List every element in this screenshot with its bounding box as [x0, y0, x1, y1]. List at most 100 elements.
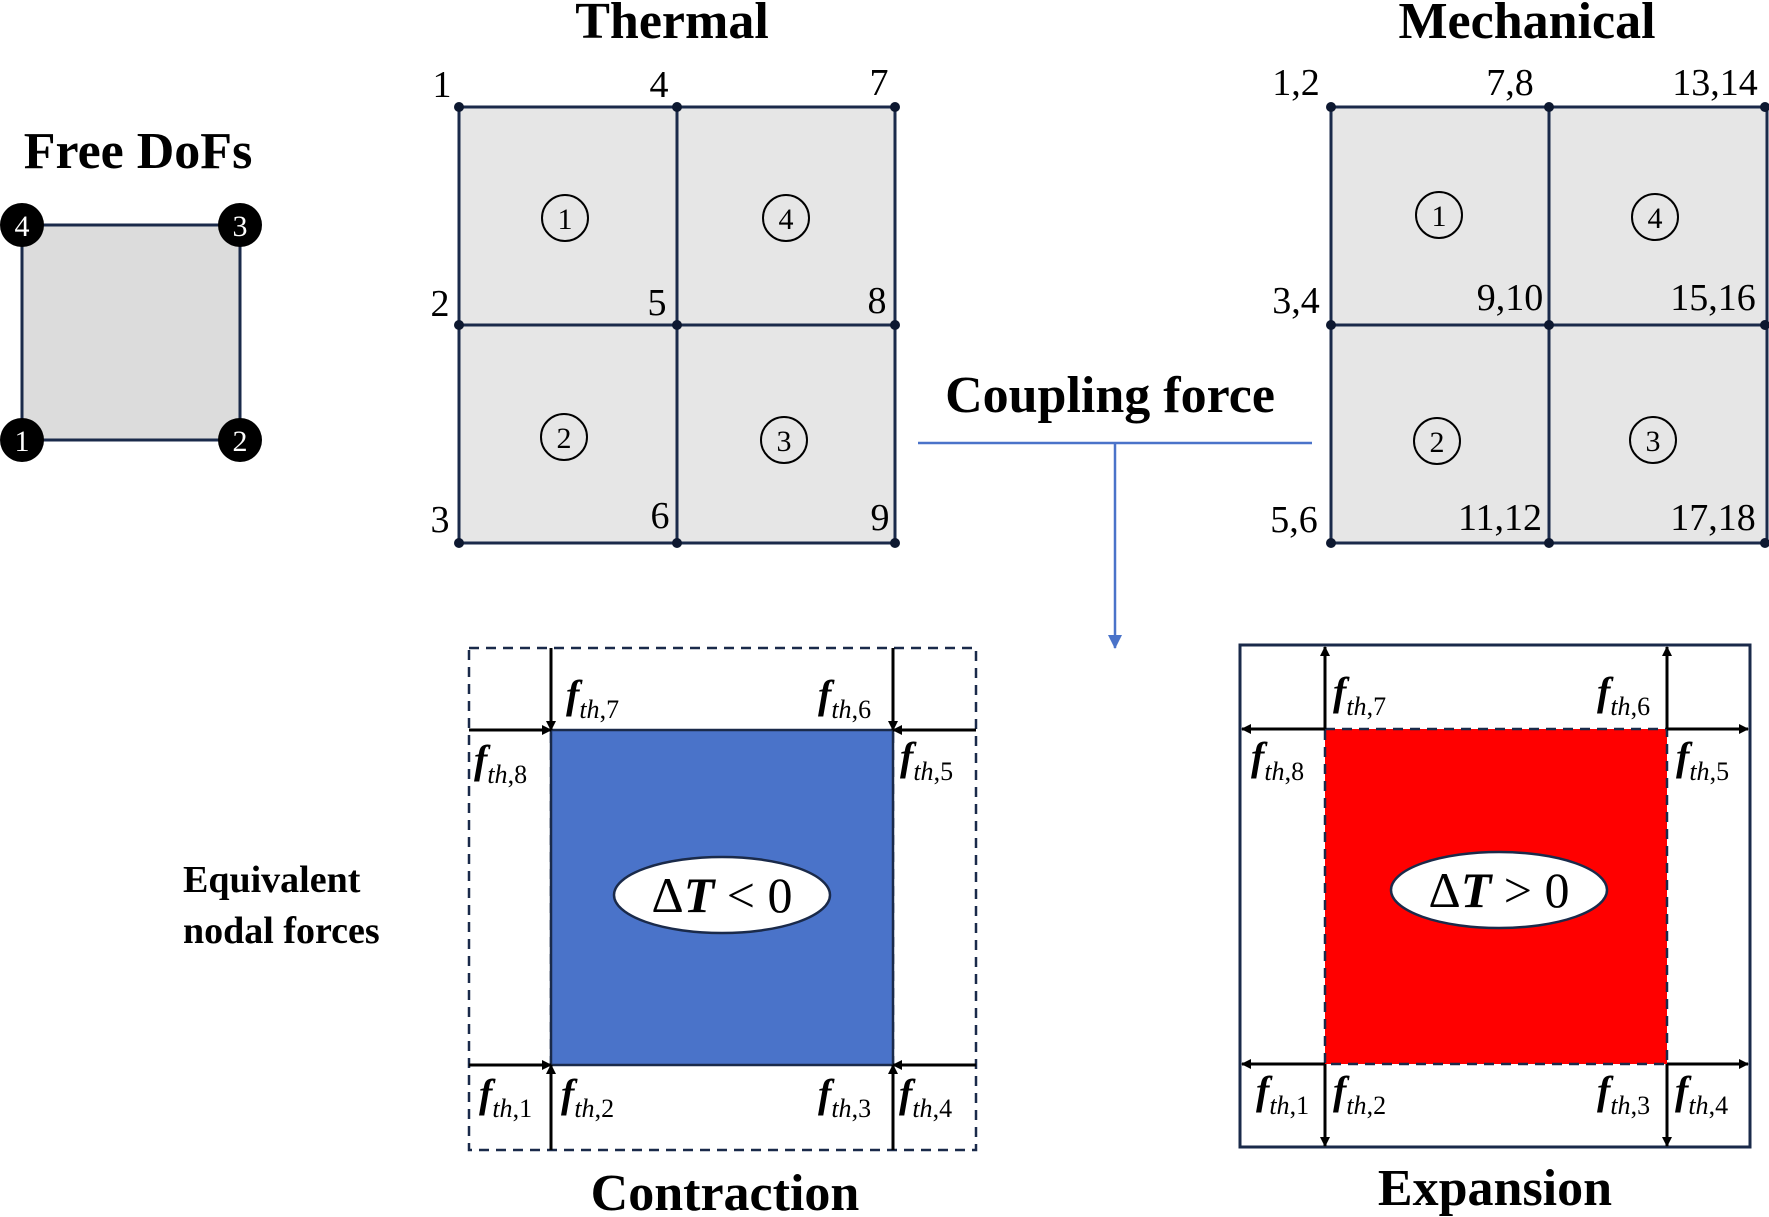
mechanical-node-label: 1,2 — [1272, 62, 1320, 104]
free-dof-node-2-label: 2 — [233, 425, 248, 458]
contraction-outer-boundary — [467, 646, 978, 1152]
thermal-node-label: 3 — [431, 499, 450, 541]
thermal-node-label: 8 — [868, 280, 887, 322]
thermal-node — [890, 102, 900, 112]
contraction-force-label-2: fth,2 — [561, 1071, 614, 1123]
coupling-label: Coupling force — [945, 367, 1275, 424]
mechanical-element-2 — [1329, 323, 1551, 545]
thermal-node-label: 7 — [870, 62, 889, 104]
mechanical-element-4 — [1547, 105, 1769, 327]
mechanical-element-label-2: 2 — [1413, 417, 1461, 465]
thermal-element-label-2: 2 — [540, 413, 588, 461]
thermal-element-4 — [675, 105, 897, 327]
thermal-node — [672, 538, 682, 548]
thermal-element-label-1: 1 — [541, 194, 589, 242]
free-dof-node-3: 3 — [218, 203, 262, 247]
expansion-force-label-3: fth,3 — [1597, 1068, 1650, 1120]
equivalent-line-1: Equivalent — [183, 859, 361, 901]
thermal-element-label-3: 3 — [760, 416, 808, 464]
svg-text:3: 3 — [777, 425, 792, 458]
mechanical-node — [1544, 320, 1554, 330]
mechanical-element-3 — [1547, 323, 1769, 545]
thermal-node — [454, 538, 464, 548]
mechanical-node — [1760, 320, 1769, 330]
contraction-force-label-7: fth,7 — [566, 672, 619, 724]
mechanical-node-label: 11,12 — [1458, 497, 1542, 539]
contraction-force-label-6: fth,6 — [818, 672, 871, 724]
thermal-element-2 — [457, 323, 679, 545]
expansion-panel: ΔT > 0 fth,7 fth,6 fth,8 fth,5 fth,1 fth… — [1238, 643, 1752, 1217]
free-dof-node-4: 4 — [0, 203, 44, 247]
svg-text:ΔT < 0: ΔT < 0 — [652, 867, 793, 923]
mechanical-node — [1760, 538, 1769, 548]
thermal-title: Thermal — [575, 0, 769, 50]
thermal-node-label: 2 — [431, 283, 450, 325]
thermal-node — [890, 538, 900, 548]
mechanical-node-label: 13,14 — [1672, 62, 1758, 104]
contraction-force-label-4: fth,4 — [899, 1071, 952, 1123]
svg-text:4: 4 — [779, 203, 794, 236]
thermal-node-label: 9 — [871, 497, 890, 539]
svg-text:1: 1 — [1432, 200, 1447, 233]
thermal-node-label: 5 — [648, 282, 667, 324]
mechanical-element-label-1: 1 — [1415, 191, 1463, 239]
thermal-node — [672, 320, 682, 330]
thermal-node — [454, 102, 464, 112]
equivalent-label: Equivalent nodal forces — [183, 859, 380, 952]
thermal-mesh: Thermal 1 4 2 3 1 2 3 4 5 6 7 8 9 — [431, 0, 900, 548]
mechanical-mesh: Mechanical 1 4 2 3 1,2 3,4 5,6 7,8 9,10 … — [1270, 0, 1769, 548]
expansion-force-label-8: fth,8 — [1251, 734, 1304, 786]
mechanical-element-1 — [1329, 105, 1551, 327]
free-dofs-element — [20, 223, 242, 442]
svg-text:2: 2 — [557, 422, 572, 455]
expansion-caption: Expansion — [1378, 1160, 1612, 1217]
expansion-force-label-1: fth,1 — [1256, 1068, 1309, 1120]
free-dof-node-4-label: 4 — [15, 210, 30, 243]
expansion-force-label-7: fth,7 — [1333, 669, 1386, 721]
svg-text:4: 4 — [1648, 202, 1663, 235]
mechanical-element-label-4: 4 — [1631, 193, 1679, 241]
thermal-node — [454, 320, 464, 330]
mechanical-node-label: 9,10 — [1477, 277, 1544, 319]
free-dof-node-2: 2 — [218, 418, 262, 462]
mechanical-node-label: 17,18 — [1670, 497, 1756, 539]
expansion-outer-boundary — [1238, 643, 1752, 1149]
mechanical-node — [1544, 102, 1554, 112]
thermal-node-label: 1 — [433, 64, 452, 106]
mechanical-element-label-3: 3 — [1629, 416, 1677, 464]
expansion-force-label-4: fth,4 — [1675, 1068, 1728, 1120]
contraction-force-label-3: fth,3 — [818, 1071, 871, 1123]
expansion-force-label-2: fth,2 — [1333, 1068, 1386, 1120]
coupling-connector: Coupling force — [918, 367, 1312, 649]
free-dofs-title: Free DoFs — [24, 123, 253, 180]
thermal-node — [890, 320, 900, 330]
expansion-force-label-6: fth,6 — [1597, 669, 1650, 721]
contraction-caption: Contraction — [591, 1165, 860, 1217]
thermal-node — [672, 102, 682, 112]
mechanical-node-label: 3,4 — [1272, 280, 1320, 322]
mechanical-node — [1326, 102, 1336, 112]
svg-text:1: 1 — [558, 203, 573, 236]
mechanical-node — [1760, 102, 1769, 112]
expansion-force-label-5: fth,5 — [1676, 734, 1729, 786]
mechanical-node-label: 7,8 — [1486, 62, 1534, 104]
contraction-force-label-8: fth,8 — [474, 737, 527, 789]
free-dof-node-1-label: 1 — [15, 425, 30, 458]
contraction-force-label-5: fth,5 — [900, 734, 953, 786]
thermal-node-label: 4 — [650, 64, 669, 106]
free-dof-node-1: 1 — [0, 418, 44, 462]
mechanical-title: Mechanical — [1398, 0, 1655, 50]
mechanical-node — [1544, 538, 1554, 548]
expansion-delta-t: ΔT > 0 — [1389, 850, 1609, 930]
contraction-delta-t: ΔT < 0 — [612, 855, 832, 935]
mechanical-node — [1326, 320, 1336, 330]
contraction-force-label-1: fth,1 — [479, 1071, 532, 1123]
svg-text:2: 2 — [1430, 426, 1445, 459]
thermal-element-label-4: 4 — [762, 194, 810, 242]
equivalent-line-2: nodal forces — [183, 910, 380, 952]
mechanical-node — [1326, 538, 1336, 548]
svg-text:ΔT > 0: ΔT > 0 — [1429, 862, 1570, 918]
free-dofs-panel: Free DoFs 4 3 1 2 — [0, 123, 262, 462]
contraction-panel: ΔT < 0 fth,7 fth,6 fth,8 fth,5 fth,1 fth… — [467, 646, 978, 1217]
